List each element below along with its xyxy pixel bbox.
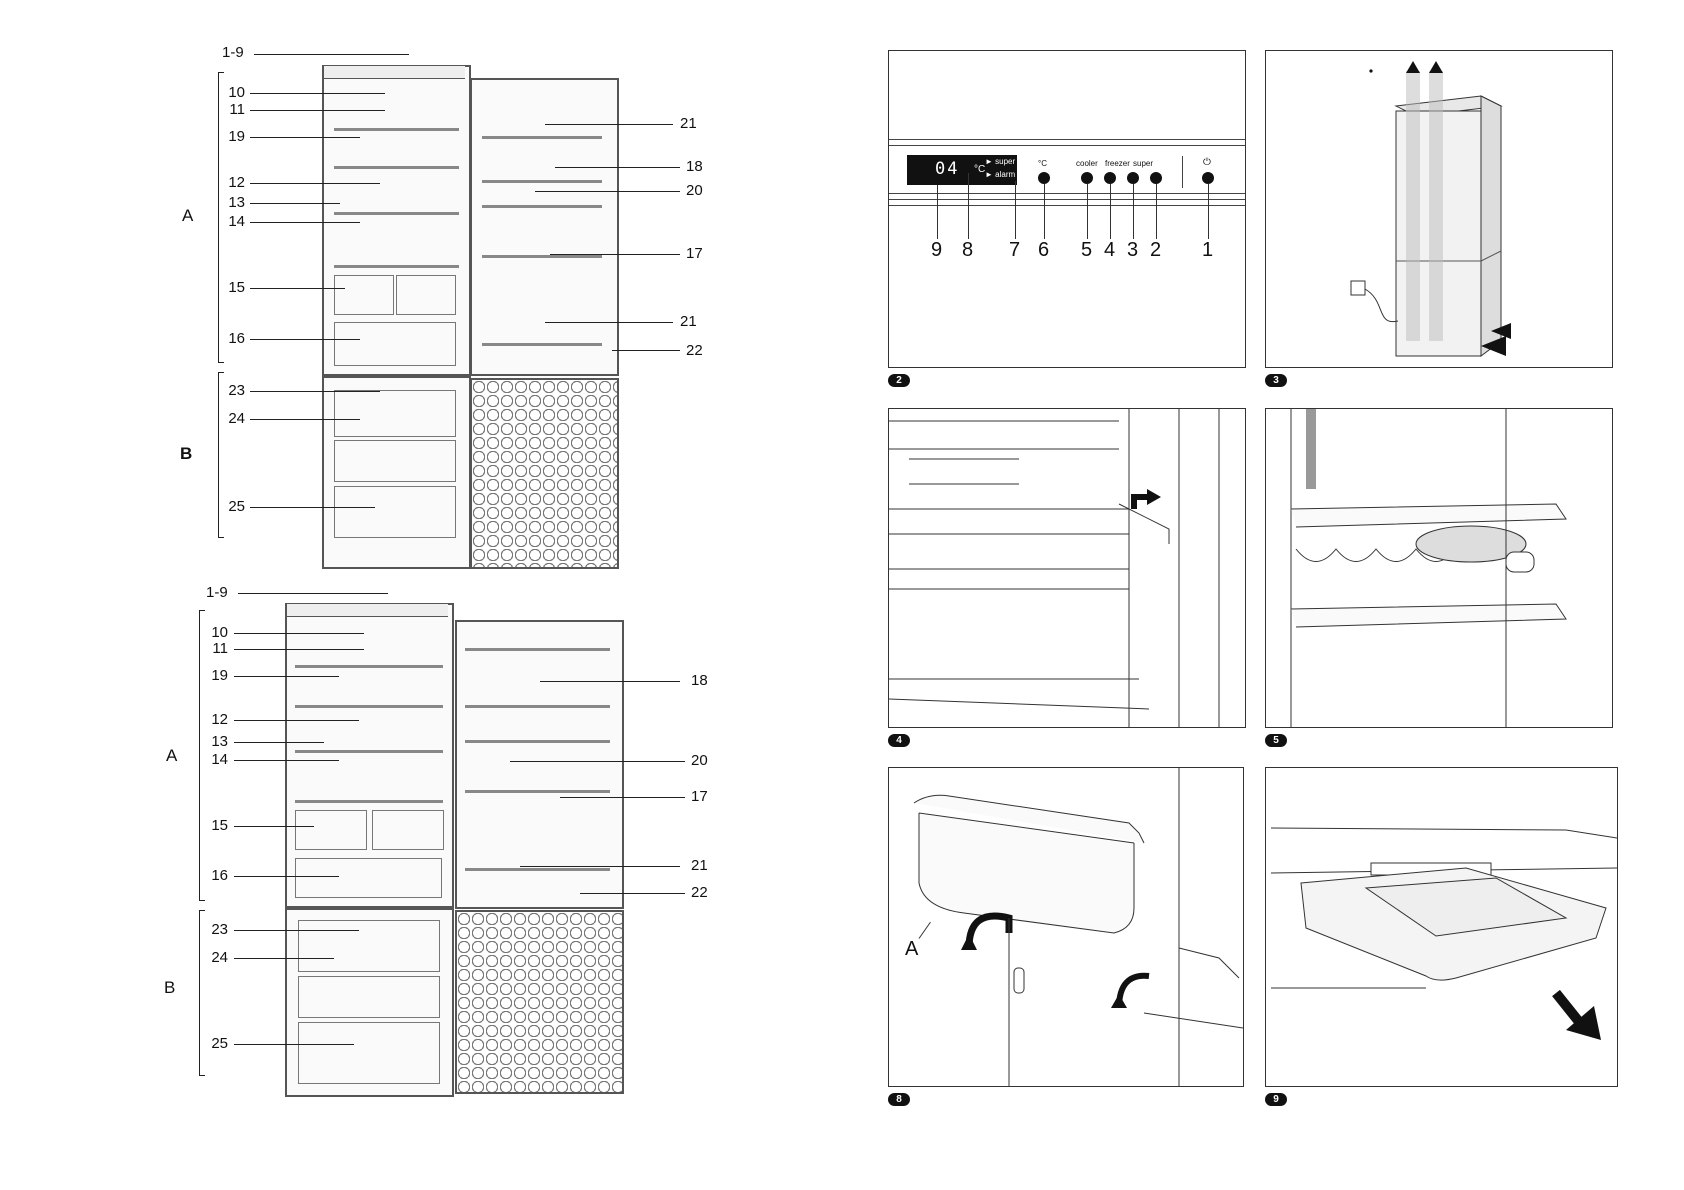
label-17-top: 17	[686, 245, 703, 262]
display-unit: °C	[974, 164, 986, 175]
figure-9-drawer	[1265, 767, 1618, 1087]
section-b-top: B	[180, 444, 193, 463]
display-value: 04	[935, 159, 960, 179]
divider-bottom	[285, 906, 452, 910]
button-celsius[interactable]	[1038, 172, 1050, 184]
label-super: super	[1133, 159, 1154, 168]
label-25-bottom: 25	[211, 1035, 228, 1052]
figure-3-airflow	[1265, 50, 1613, 368]
panel-num-5: 5	[1081, 239, 1093, 261]
label-14-top: 14	[228, 213, 245, 230]
button-power[interactable]	[1202, 172, 1214, 184]
indicator-super: ► super	[985, 157, 1016, 166]
label-12-bottom: 12	[211, 711, 228, 728]
label-22-top: 22	[686, 342, 703, 359]
label-cooler: cooler	[1076, 159, 1098, 168]
label-10-top: 10	[228, 84, 245, 101]
label-20-top: 20	[686, 182, 703, 199]
panel-num-2: 2	[1150, 239, 1162, 261]
panel-num-3: 3	[1127, 239, 1139, 261]
label-18-bottom: 18	[691, 672, 708, 689]
airflow-illustration	[1350, 61, 1511, 357]
figure-8-door-bin: A	[888, 767, 1244, 1087]
label-21b-top: 21	[680, 313, 697, 330]
label-24-bottom: 24	[211, 949, 228, 966]
figure-badge-8: 8	[888, 1093, 910, 1106]
drawer-illustration	[1270, 827, 1617, 1040]
label-20-bottom: 20	[691, 752, 708, 769]
panel-num-4: 4	[1104, 239, 1116, 261]
figure-2-control-panel: 04 °C ► super ► alarm °C cooler freezer …	[888, 50, 1246, 368]
button-cooler[interactable]	[1081, 172, 1093, 184]
divider-top	[322, 374, 469, 378]
label-19-bottom: 19	[211, 667, 228, 684]
door-shelves-illustration	[889, 409, 1220, 727]
label-freezer: freezer	[1105, 159, 1130, 168]
freezer-door-grid-top	[470, 378, 619, 569]
control-strip-top	[324, 66, 465, 79]
panel-num-1: 1	[1202, 239, 1214, 261]
figure-badge-9: 9	[1265, 1093, 1287, 1106]
power-symbol: ⏻	[1203, 157, 1211, 168]
figure-5-bottle-rack	[1265, 408, 1613, 728]
figure-4-door-shelves	[888, 408, 1246, 728]
label-11-top: 11	[229, 101, 245, 118]
figure-badge-4: 4	[888, 734, 910, 747]
label-21a-top: 21	[680, 115, 697, 132]
figure-badge-2: 2	[888, 374, 910, 387]
fridge-body-bottom	[285, 603, 454, 1097]
label-17-bottom: 17	[691, 788, 708, 805]
label-13-top: 13	[228, 194, 245, 211]
panel-num-8: 8	[962, 239, 974, 261]
label-11-bottom: 11	[212, 640, 228, 657]
panel-num-7: 7	[1009, 239, 1021, 261]
label-24-top: 24	[228, 410, 245, 427]
fridge-door-top	[470, 78, 619, 376]
label-22-bottom: 22	[691, 884, 708, 901]
label-16-bottom: 16	[211, 867, 228, 884]
section-a-bottom: A	[166, 746, 178, 765]
label-15-top: 15	[228, 279, 245, 296]
label-23-bottom: 23	[211, 921, 228, 938]
label-12-top: 12	[228, 174, 245, 191]
indicator-alarm: ► alarm	[985, 170, 1016, 179]
panel-num-9: 9	[931, 239, 943, 261]
label-23-top: 23	[228, 382, 245, 399]
figure-8-label-a: A	[905, 938, 919, 960]
bottle-rack-illustration	[1290, 409, 1567, 727]
figure-badge-5: 5	[1265, 734, 1287, 747]
label-21-bottom: 21	[691, 857, 708, 874]
label-15-bottom: 15	[211, 817, 228, 834]
label-13-bottom: 13	[211, 733, 228, 750]
label-16-top: 16	[228, 330, 245, 347]
label-1-9-bottom: 1-9	[206, 584, 228, 601]
fridge-body-top	[322, 65, 471, 569]
fridge-door-bottom	[455, 620, 624, 909]
section-b-bottom: B	[164, 978, 176, 997]
label-25-top: 25	[228, 498, 245, 515]
label-14-bottom: 14	[211, 751, 228, 768]
temperature-display	[907, 155, 1017, 185]
freezer-door-grid-bottom	[455, 910, 624, 1094]
label-celsius: °C	[1038, 159, 1047, 168]
button-freezer[interactable]	[1104, 172, 1116, 184]
label-10-bottom: 10	[211, 624, 228, 641]
label-19-top: 19	[228, 128, 245, 145]
button-super[interactable]	[1127, 172, 1139, 184]
panel-num-6: 6	[1038, 239, 1050, 261]
control-strip-bottom	[287, 604, 448, 617]
button-alarm-off[interactable]	[1150, 172, 1162, 184]
section-a-top: A	[182, 206, 194, 225]
label-18-top: 18	[686, 158, 703, 175]
door-bin-illustration	[913, 768, 1243, 1086]
figure-badge-3: 3	[1265, 374, 1287, 387]
label-1-9-top: 1-9	[222, 44, 244, 61]
